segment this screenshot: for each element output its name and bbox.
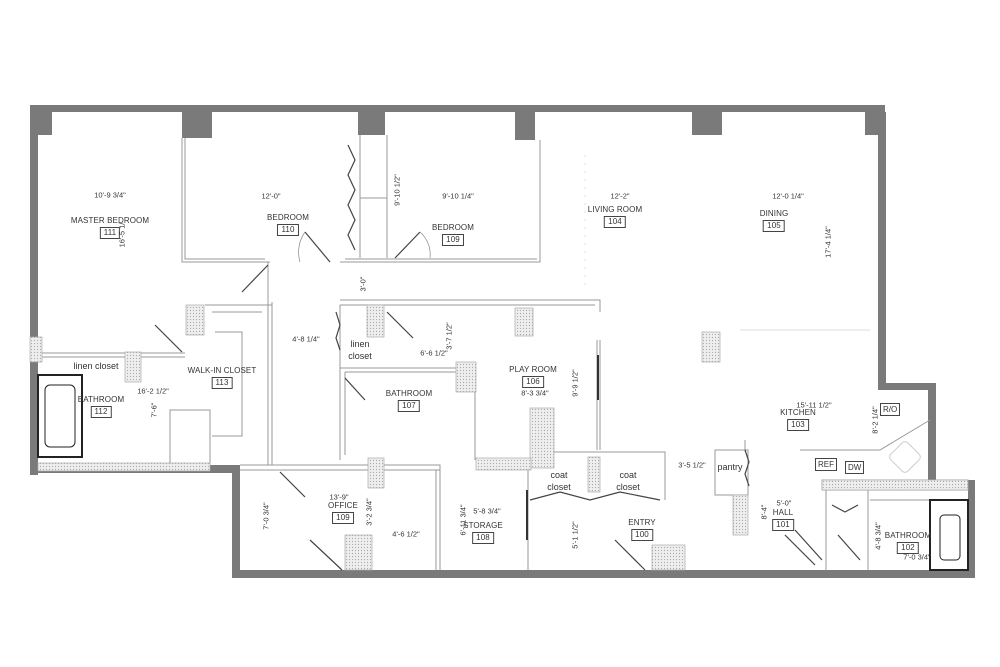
doors (154, 144, 861, 571)
dimension: 16'-2 1/2" (137, 386, 169, 396)
room-number: 106 (522, 376, 544, 388)
dimension: 3'-0" (358, 276, 368, 292)
coat-closet-label-2: coat closet (616, 469, 640, 493)
room-number: 104 (604, 216, 626, 228)
room-name: ENTRY (628, 518, 656, 527)
room-number: 100 (631, 529, 653, 541)
label-line: closet (348, 351, 372, 361)
refrigerator-label: REF (815, 458, 837, 471)
room-name: BATHROOM (884, 531, 932, 540)
room-number: 110 (277, 224, 299, 236)
room-number: 102 (897, 542, 919, 554)
dimension: 7'-0 3/4" (261, 502, 271, 530)
room-name: LIVING ROOM (587, 205, 643, 214)
label-line: coat (619, 470, 637, 480)
room-name: STORAGE (463, 521, 503, 530)
room-bathroom-102: BATHROOM 102 (885, 531, 931, 554)
room-bedroom-110: BEDROOM 110 (267, 213, 309, 236)
room-number: 105 (763, 220, 785, 232)
dimension: 3'-2 3/4" (364, 498, 374, 526)
dimension: 17'-4 1/4" (823, 226, 833, 258)
pantry-label: pantry (717, 462, 743, 472)
dimension: 6'-11 3/4" (458, 504, 468, 536)
dimension: 3'-5 1/2" (678, 460, 706, 470)
linen-closet-label: linen closet (73, 361, 119, 371)
dimension: 5'-0" (776, 498, 792, 508)
dimension: 12'-0 1/4" (772, 191, 804, 201)
room-dining: DINING 105 (760, 209, 789, 232)
dimension: 4'-6 1/2" (392, 529, 420, 539)
label-line: linen (350, 339, 370, 349)
room-bedroom-109: BEDROOM 109 (432, 223, 474, 246)
dimension: 4'-8 1/4" (292, 334, 320, 344)
dimension: 9'-10 1/2" (392, 174, 402, 206)
dimension: 3'-7 1/2" (444, 322, 454, 350)
room-bathroom-112: BATHROOM 112 (78, 395, 124, 418)
linen-closet-label-2: linen closet (348, 338, 372, 362)
dimension: 8'-4" (759, 504, 769, 520)
room-number: 109 (332, 512, 354, 524)
room-number: 109 (442, 234, 464, 246)
dimension: 16'-5 1/ (117, 222, 127, 248)
room-name: MASTER BEDROOM (70, 216, 150, 225)
room-name: DINING (759, 209, 789, 218)
room-name: BEDROOM (266, 213, 310, 222)
room-entry: ENTRY 100 (628, 518, 656, 541)
dimension: 8'-3 3/4" (521, 388, 549, 398)
room-master-bedroom: MASTER BEDROOM 111 (71, 216, 149, 239)
room-number: 108 (472, 532, 494, 544)
dimension: 9'-9 1/2" (570, 369, 580, 397)
room-play-room: PLAY ROOM 106 (509, 365, 557, 388)
room-name: BEDROOM (431, 223, 475, 232)
room-name: PLAY ROOM (509, 365, 557, 374)
label-line: coat (550, 470, 568, 480)
room-number: 101 (772, 519, 794, 531)
room-living-room: LIVING ROOM 104 (588, 205, 642, 228)
room-name: BATHROOM (385, 389, 433, 398)
dimension: 12'-2" (610, 191, 630, 201)
room-number: 107 (398, 400, 420, 412)
dimension: 15'-11 1/2" (796, 400, 832, 410)
bathtubs (37, 374, 969, 571)
room-name: OFFICE (328, 501, 358, 510)
range-oven-label: R/O (880, 403, 901, 416)
room-name: BATHROOM (77, 395, 125, 404)
dimension: 5'-1 1/2" (570, 521, 580, 549)
room-name: KITCHEN (780, 408, 816, 417)
columns (29, 304, 969, 571)
dishwasher-label: DW (845, 461, 865, 474)
room-walk-in-closet: WALK-IN CLOSET 113 (188, 366, 257, 389)
room-number: 112 (90, 406, 112, 418)
interior-walls (38, 135, 969, 570)
dimension: 4'-8 3/4" (873, 522, 883, 550)
dimension: 8'-2 1/4" (870, 406, 880, 434)
room-storage: STORAGE 108 (463, 521, 503, 544)
dimension: 12'-0" (261, 191, 281, 201)
dimension: 10'-9 3/4" (94, 190, 126, 200)
room-bathroom-107: BATHROOM 107 (386, 389, 432, 412)
room-office: OFFICE 109 (328, 501, 358, 524)
dimension: 9'-10 1/4" (442, 191, 474, 201)
room-hall: HALL 101 (772, 508, 794, 531)
room-name: HALL (772, 508, 794, 517)
dimension: 6'-6 1/2" (420, 348, 448, 358)
coat-closet-label-1: coat closet (547, 469, 571, 493)
label-line: closet (547, 482, 571, 492)
label-line: closet (616, 482, 640, 492)
room-name: WALK-IN CLOSET (187, 366, 257, 375)
dimension: 13'-9" (329, 492, 349, 502)
room-number: 113 (211, 377, 233, 389)
dimension: 7'-0 3/4" (903, 552, 931, 562)
room-number: 103 (787, 419, 809, 431)
dimension: 7'-6" (149, 402, 159, 418)
dimension: 5'-8 3/4" (473, 506, 501, 516)
room-number: 111 (99, 227, 121, 239)
room-kitchen: KITCHEN 103 (780, 408, 816, 431)
